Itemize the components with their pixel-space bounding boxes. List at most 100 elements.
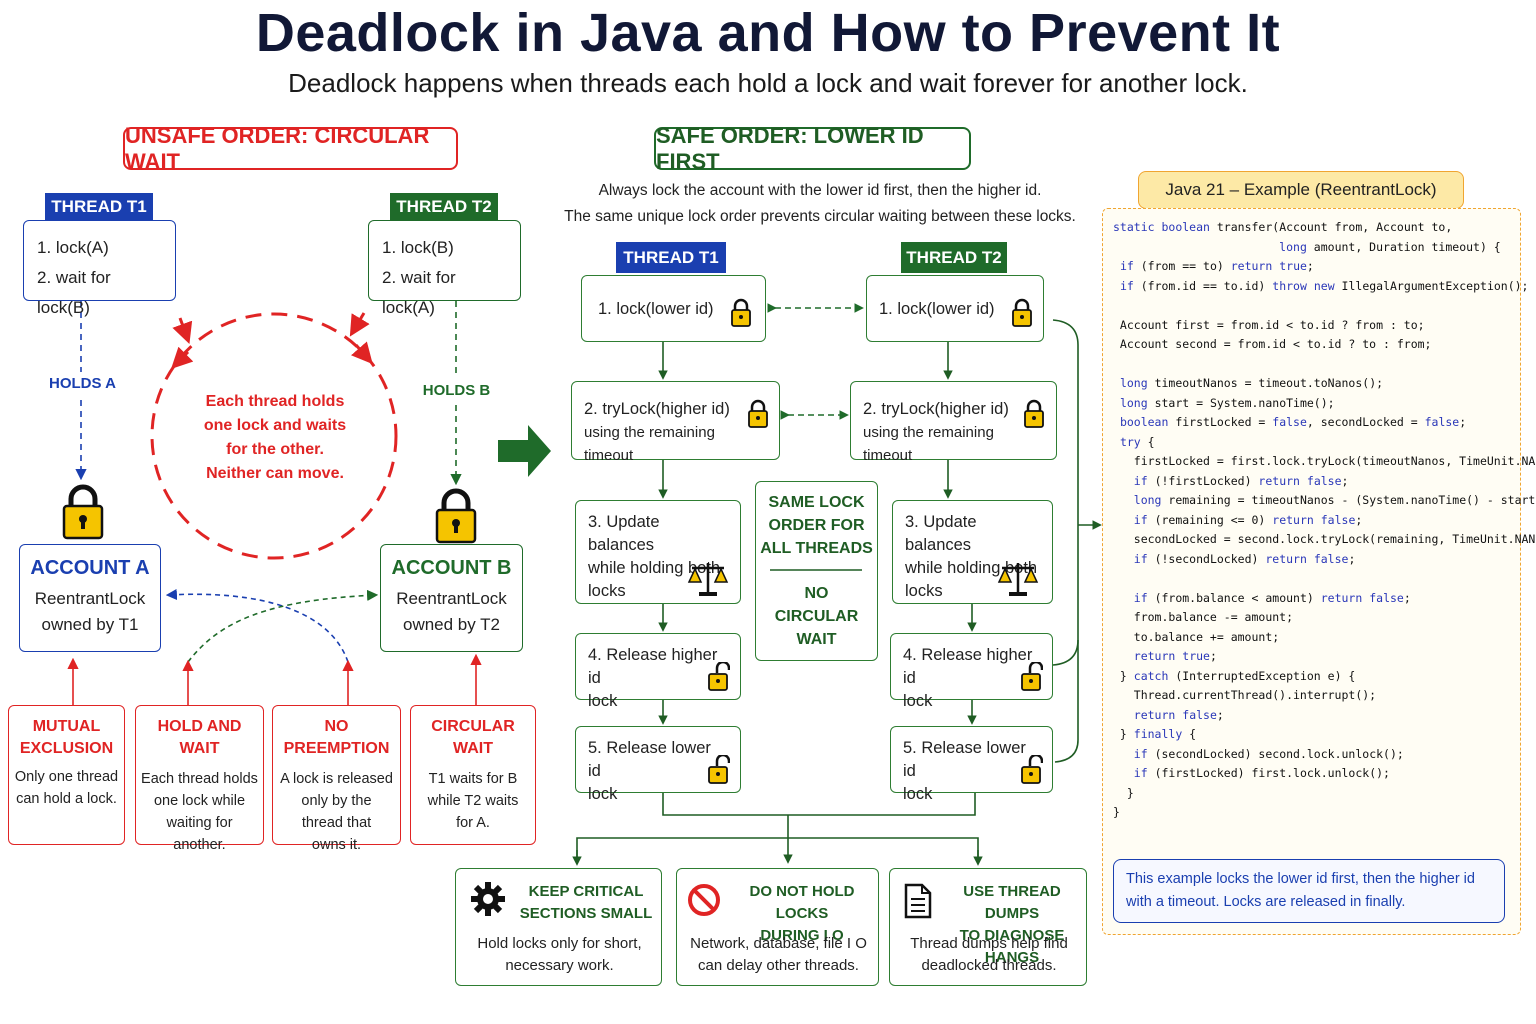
code-line: } finally { [1113,727,1197,741]
lock-icon [62,484,104,540]
lock-icon [1024,399,1044,428]
lock-icon [731,298,751,327]
step-text: 4. Release higher id [903,646,1033,687]
tip-title-line: KEEP CRITICAL [528,883,644,900]
code-line: boolean firstLocked = false, secondLocke… [1119,415,1467,429]
t1-step-trylock-higher: 2. tryLock(higher id) using the remainin… [571,381,780,464]
step-text: 2. tryLock(higher id) [863,400,1009,418]
tip-body-line: deadlocked threads. [921,957,1057,974]
code-note-line: This example locks the lower id first, t… [1126,871,1475,887]
cycle-text-line: Each thread holds [205,393,345,410]
code-line: if (firstLocked) first.lock.unlock(); [1133,766,1390,780]
no-entry-icon [688,884,720,916]
center-text: SAME LOCK [768,494,865,511]
condition-body: for A. [456,815,490,831]
condition-body: thread that [301,815,372,831]
tip-title-line: TO DIAGNOSE HANGS [959,927,1065,966]
document-icon [904,883,932,919]
step-text: 5. Release lower id [903,739,1026,780]
tip-title-line: DO NOT HOLD LOCKS [749,883,855,922]
page-title: Deadlock in Java and How to Prevent It [255,3,1281,63]
step-text: locks [905,582,943,600]
code-line: firstLocked = first.lock.tryLock(timeout… [1133,454,1536,468]
code-line: long amount, Duration timeout) { [1279,239,1501,254]
condition-body: Each thread holds [141,771,258,787]
code-line: if (from == to) return true; [1119,259,1314,273]
tip-body: Thread dumps help find deadlocked threads… [890,933,1088,977]
code-line [1113,296,1536,316]
account-a-lock: ReentrantLock [34,589,146,608]
center-text: ALL THREADS [760,540,873,557]
safe-desc-line: The same unique lock order prevents circ… [564,208,1076,225]
cycle-text-line: Neither can move. [206,465,344,482]
code-line [1113,355,1536,375]
step-text: lock [903,785,933,803]
center-text: NO [804,585,829,602]
step-text: 3. Update balances [588,513,660,554]
code-line: } [1113,805,1120,819]
code-panel-label: Java 21 – Example (ReentrantLock) [1138,171,1464,209]
condition-title: MUTUAL [32,718,101,735]
code-line: if (from.id == to.id) throw new IllegalA… [1119,278,1529,293]
condition-title: EXCLUSION [19,740,114,757]
center-text: ORDER FOR [768,517,865,534]
t2-step-2: 2. wait for lock(A) [382,268,456,317]
t2-step-trylock-higher: 2. tryLock(higher id) using the remainin… [850,381,1057,464]
code-line: static boolean transfer(Account from, Ac… [1113,220,1453,234]
step-text: 4. Release higher id [588,646,718,687]
scales-icon [997,563,1039,596]
step-subtext: using the remaining timeout [584,424,715,464]
code-block: static boolean transfer(Account from, Ac… [1113,218,1536,823]
safe-desc-line: Always lock the account with the lower i… [598,182,1042,199]
condition-body: waiting for [166,815,233,831]
t1-step-update-balances: 3. Update balances while holding both lo… [575,500,741,604]
t1-step-2: 2. wait for lock(B) [37,268,111,317]
account-b-title: ACCOUNT B [391,557,512,579]
thread-t1-box: 1. lock(A) 2. wait for lock(B) [23,220,176,317]
step-text: 1. lock(lower id) [598,300,714,318]
tip-thread-dumps: USE THREAD DUMPS TO DIAGNOSE HANGS Thread… [889,868,1087,986]
tip-title: KEEP CRITICAL SECTIONS SMALL [516,881,656,925]
holds-a-label: HOLDS A [40,375,125,392]
code-line: long remaining = timeoutNanos - (System.… [1133,493,1536,507]
t2-step-release-lower: 5. Release lower id lock [890,726,1053,803]
code-line: if (remaining <= 0) return false; [1133,512,1363,527]
condition-body: another. [173,837,226,853]
lock-icon [1012,298,1032,327]
safe-description: Always lock the account with the lower i… [560,178,1080,230]
code-note: This example locks the lower id first, t… [1113,859,1505,923]
condition-circular-wait: CIRCULAR WAIT T1 waits for B while T2 wa… [410,705,536,845]
gear-icon [471,882,505,916]
step-text: lock [903,692,933,710]
tip-title-line: SECTIONS SMALL [519,905,653,922]
condition-body: owns it. [311,837,362,853]
tip-body-line: Network, database, file I O [690,935,867,952]
t1-step-lock-lower: 1. lock(lower id) [581,275,766,342]
t2-step-lock-lower: 1. lock(lower id) [866,275,1044,342]
t1-step-1: 1. lock(A) [37,238,109,257]
code-line: try { [1119,434,1155,449]
condition-body: Only one thread [14,769,119,785]
page-subtitle: Deadlock happens when threads each hold … [288,68,1248,98]
lock-icon [748,399,768,428]
step-subtext: using the remaining timeout [863,424,994,464]
step-text: lock [588,692,618,710]
step-text: locks [588,582,626,600]
unlock-icon [708,755,730,784]
thread-t1-label: THREAD T1 [45,193,153,220]
same-lock-order-box: SAME LOCK ORDER FOR ALL THREADS NO CIRCU… [755,481,878,661]
tip-title-line: USE THREAD DUMPS [963,883,1061,922]
code-line: from.balance -= amount; [1113,610,1294,624]
scales-icon [687,563,729,596]
lock-icon [435,488,477,544]
cycle-text-line: one lock and waits [203,417,347,434]
code-line: } [1113,785,1134,800]
cycle-text: Each thread holds one lock and waits for… [190,390,360,486]
cycle-text-line: for the other. [226,441,324,458]
tip-body-line: Thread dumps help find [910,935,1068,952]
account-b-box: ACCOUNT B ReentrantLock owned by T2 [380,544,523,652]
code-line: Account first = from.id < to.id ? from :… [1113,317,1425,332]
